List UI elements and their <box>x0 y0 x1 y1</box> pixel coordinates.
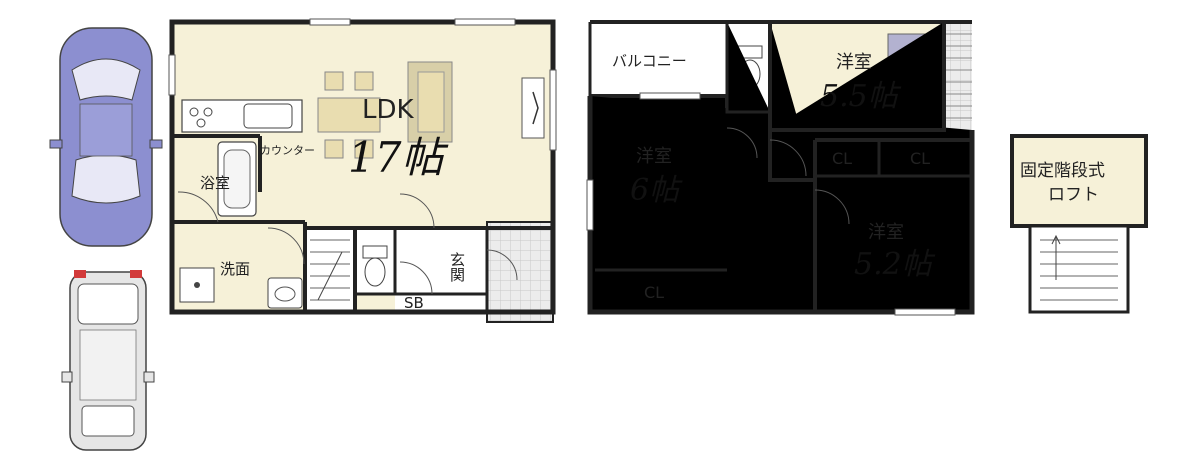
loft-plan <box>1010 134 1148 314</box>
loft-title: 固定階段式 <box>1020 161 1105 181</box>
ldk-size: 17帖 <box>348 133 448 182</box>
bath-label: 浴室 <box>200 174 230 192</box>
ldk-label: LDK <box>362 95 415 125</box>
wagon-car-icon <box>61 270 155 451</box>
counter-label: カウンター <box>260 144 315 157</box>
loft-subtitle: ロフト <box>1048 185 1099 205</box>
sb-label: SB <box>404 294 424 312</box>
room-c-size: 5.2帖 <box>854 247 936 282</box>
sedan-car-icon <box>49 27 163 247</box>
room-b-label: 洋室 <box>836 52 872 73</box>
closet-label-1: CL <box>644 283 664 302</box>
entrance-label: 玄関 <box>448 252 466 283</box>
room-a-label: 洋室 <box>636 146 672 167</box>
room-c-label: 洋室 <box>868 222 904 243</box>
floor2-plan <box>586 20 975 316</box>
balcony-label: バルコニー <box>612 52 687 70</box>
room-b-size: 5.5帖 <box>820 79 902 114</box>
closet-label-2: CL <box>832 149 852 168</box>
closet-label-3: CL <box>910 149 930 168</box>
floor1-plan <box>168 18 557 323</box>
room-a-size: 6帖 <box>630 173 683 208</box>
washroom-label: 洗面 <box>220 260 250 278</box>
